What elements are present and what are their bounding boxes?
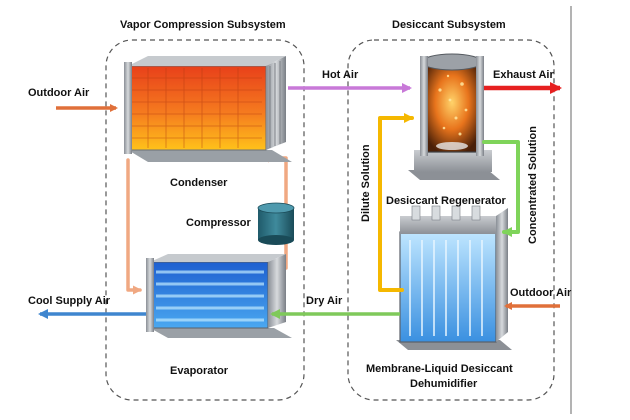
vapor-subsystem-title: Vapor Compression Subsystem — [120, 19, 286, 31]
regenerator-unit — [408, 53, 500, 180]
concentrated-solution-line — [482, 140, 520, 237]
evaporator-unit — [146, 254, 292, 338]
desiccant-subsystem-title: Desiccant Subsystem — [392, 19, 506, 31]
dehumidifier-label-line1: Membrane-Liquid Desiccant — [366, 363, 513, 375]
compressor-unit — [257, 202, 295, 245]
vapor-subsystem-boundary — [105, 39, 305, 401]
outdoor-air-label-left: Outdoor Air — [28, 87, 90, 99]
cool-supply-air-label: Cool Supply Air — [28, 295, 111, 307]
hot-air-label: Hot Air — [322, 69, 359, 81]
concentrated-solution-label: Concentrated Solution — [527, 126, 539, 244]
dehumidifier-label-line2: Dehumidifier — [410, 378, 478, 390]
condenser-label: Condenser — [170, 177, 228, 189]
desiccant-subsystem-boundary — [347, 39, 555, 401]
condenser-unit — [124, 56, 292, 162]
compressor-label: Compressor — [186, 217, 251, 229]
outdoor-air-label-right: Outdoor Air — [510, 287, 572, 299]
evaporator-label: Evaporator — [170, 365, 229, 377]
regenerator-label: Desiccant Regenerator — [386, 195, 506, 207]
dry-air-label: Dry Air — [306, 295, 343, 307]
dilute-solution-label: Dilute Solution — [360, 144, 372, 222]
dehumidifier-unit — [396, 205, 512, 350]
dilute-solution-line — [378, 113, 414, 292]
exhaust-air-label: Exhaust Air — [493, 69, 554, 81]
